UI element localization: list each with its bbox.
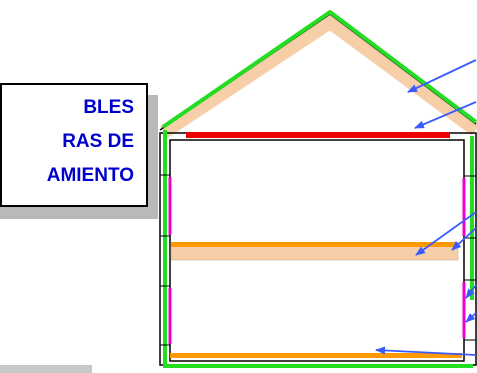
label-line-2: RAS DE — [62, 131, 134, 152]
arrow-floor-board — [451, 227, 477, 251]
middle-floor-board — [170, 245, 459, 261]
arrow-floor-strip — [415, 211, 477, 256]
callout-arrows — [375, 59, 477, 356]
wall-membrane-left — [163, 130, 473, 368]
roof-membrane — [161, 10, 477, 129]
arrow-roof — [407, 59, 477, 93]
arrow-vapor-lower — [465, 312, 477, 323]
label-line-3: AMIENTO — [46, 165, 134, 186]
middle-floor-strip — [171, 242, 458, 247]
ceiling-insulation — [186, 132, 450, 138]
bottom-shadow-bar — [0, 365, 92, 373]
inner-wall-outline — [169, 139, 465, 362]
bottom-floor-strip — [170, 353, 462, 358]
roof-insulation — [160, 15, 477, 138]
arrow-ceiling — [414, 101, 477, 129]
label-box: BLES RAS DE AMIENTO — [0, 83, 148, 207]
arrow-vapor-upper — [465, 284, 477, 299]
arrow-bottom-floor — [375, 346, 477, 356]
label-line-1: BLES — [83, 97, 134, 118]
wall-joints — [160, 174, 476, 346]
